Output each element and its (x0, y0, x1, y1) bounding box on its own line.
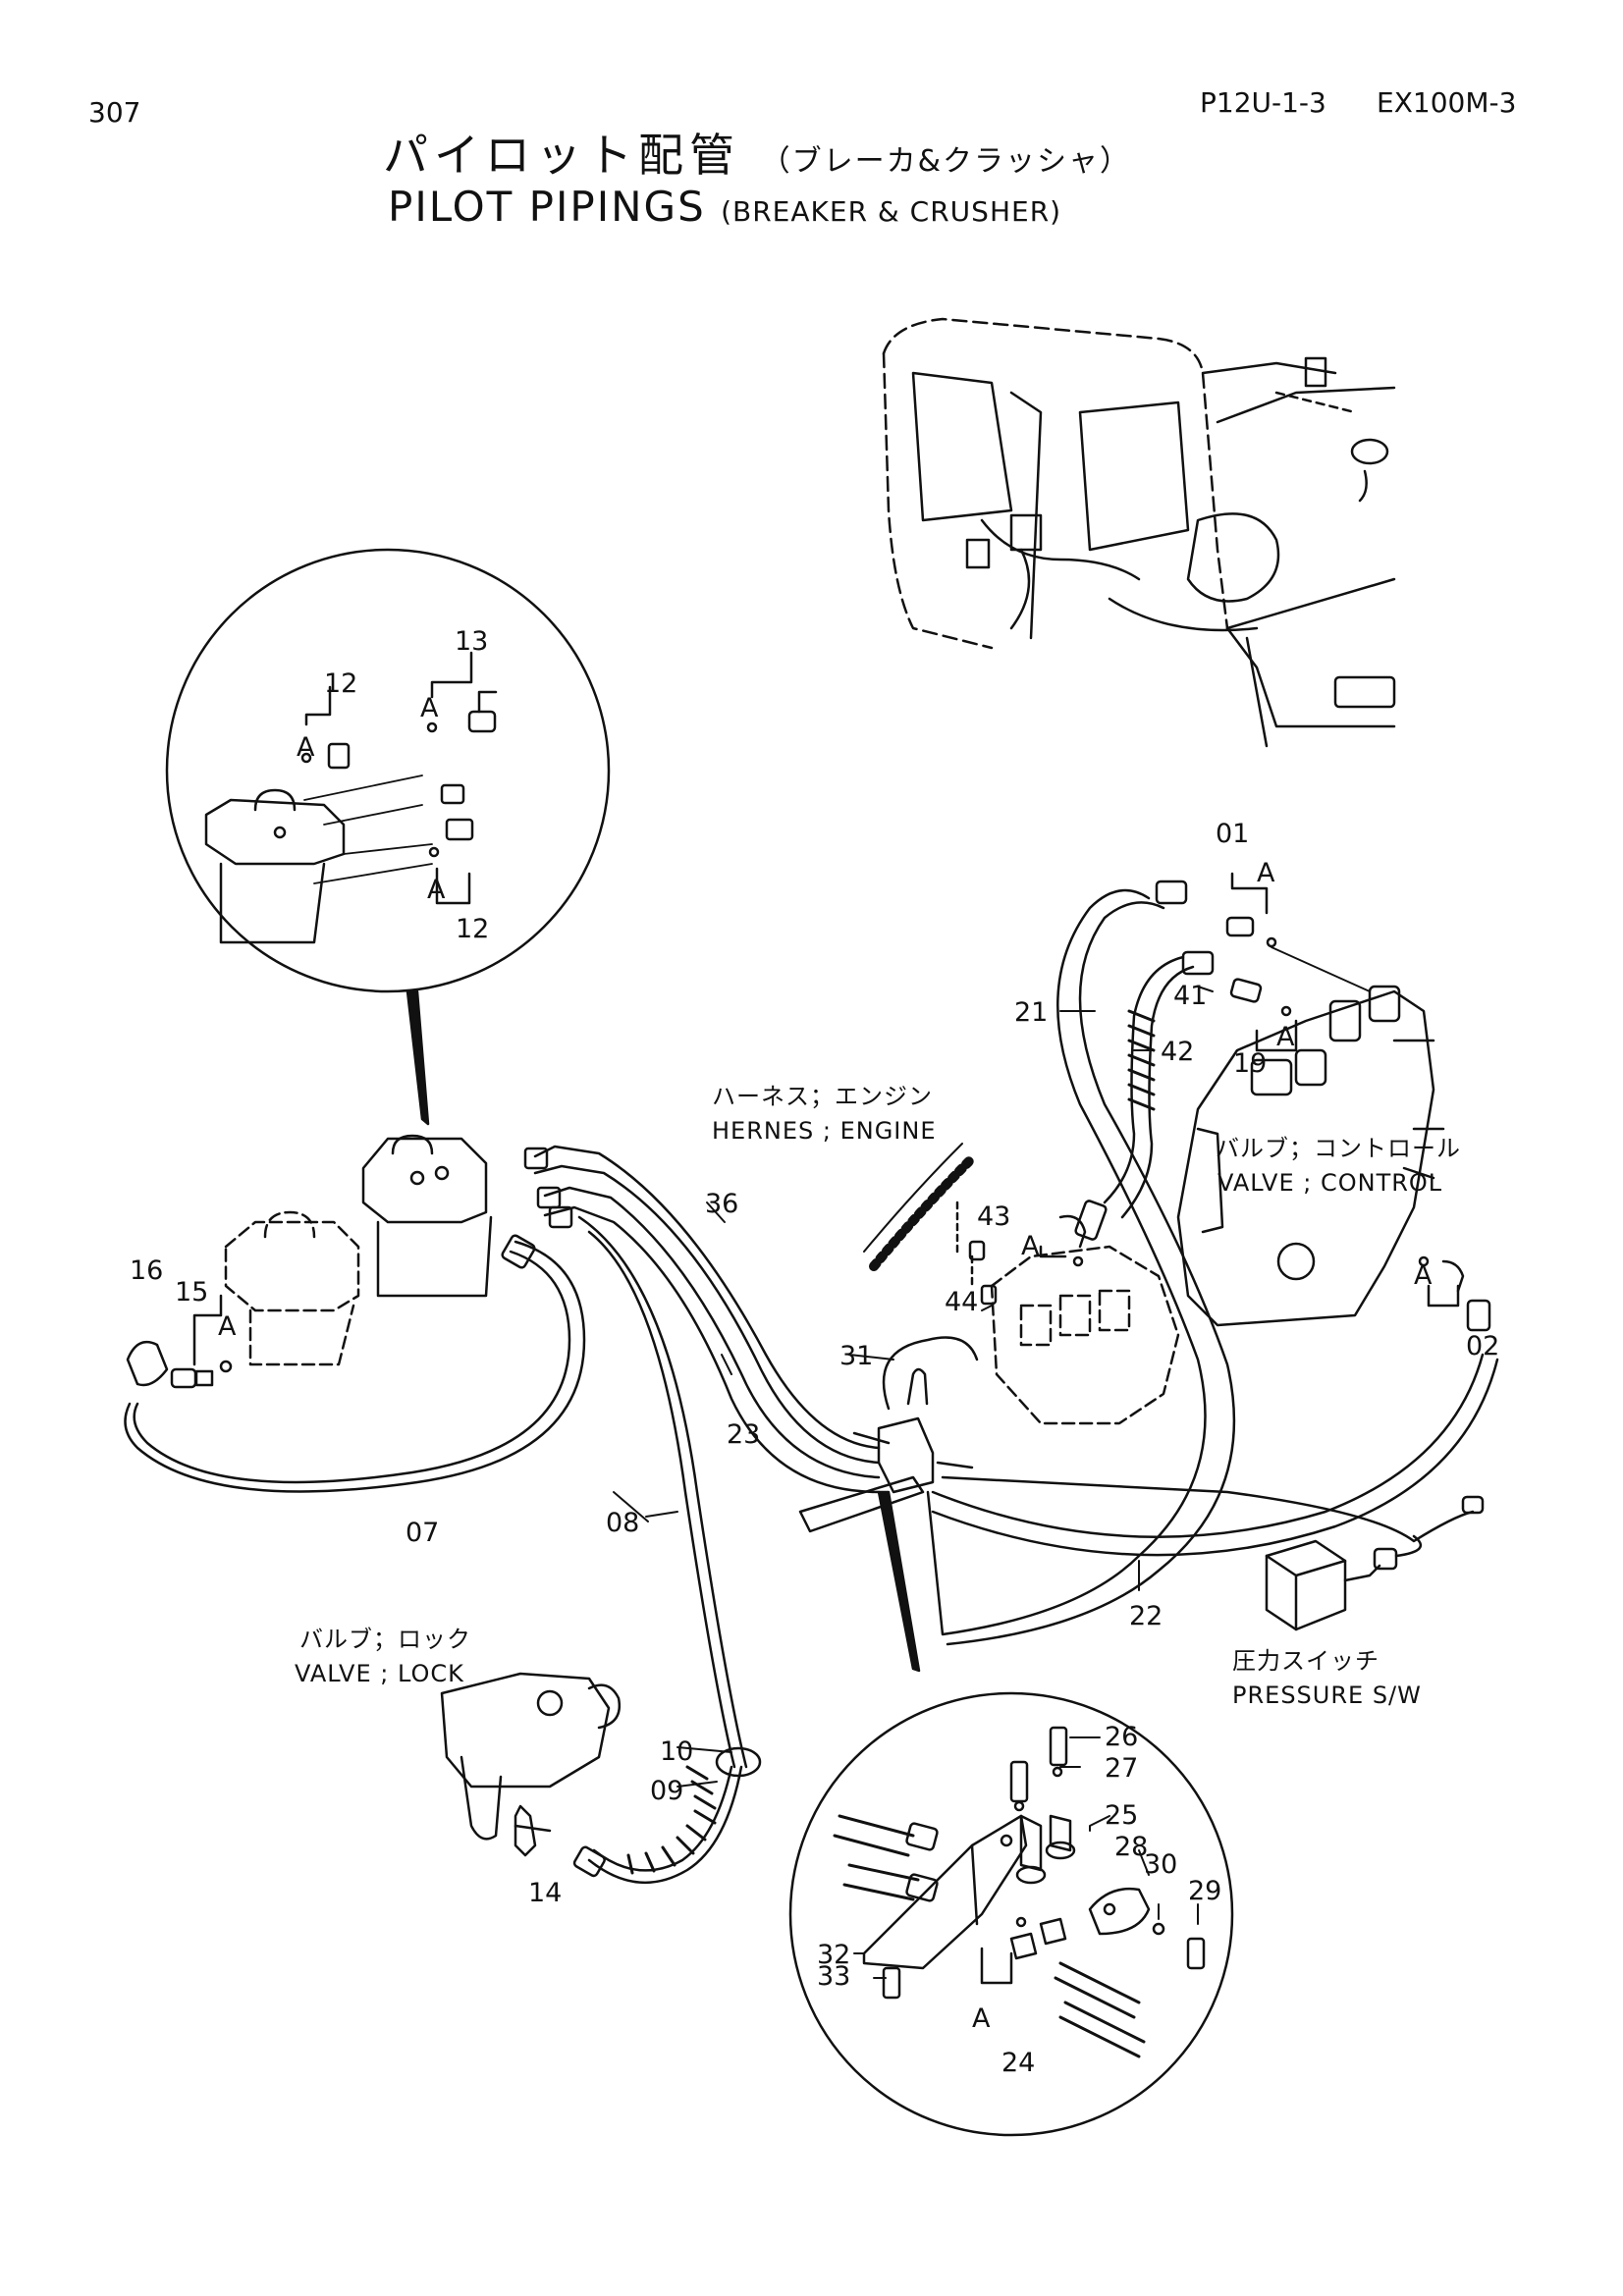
page-number: 307 (88, 96, 141, 129)
detail-circle-pilot-valve (165, 548, 611, 1126)
hoses (124, 880, 1499, 1885)
part-label-12: 12 (324, 668, 357, 699)
part-label-23: 23 (727, 1419, 760, 1450)
part-label-26: 26 (1105, 1722, 1138, 1752)
part-label-36: 36 (705, 1189, 738, 1219)
part-label-10: 10 (660, 1736, 693, 1767)
lock-valve-caption-jp: バルブ；ロック (299, 1626, 471, 1653)
pressure-switch-caption-en: PRESSURE S/W (1232, 1682, 1422, 1709)
title-japanese: パイロット配管 （ブレーカ&クラッシャ） (383, 120, 1131, 185)
model-number: EX100M-3 (1377, 86, 1517, 119)
part-label-42: 42 (1161, 1037, 1194, 1067)
part-label-25: 25 (1105, 1800, 1138, 1831)
title-jp-sub: （ブレーカ&クラッシャ） (760, 144, 1132, 179)
pilot-valve-left-dashed (224, 1210, 360, 1366)
leader-lines (613, 986, 1214, 1979)
ref-mark-a: A (1257, 858, 1275, 888)
ref-mark-a: A (420, 693, 439, 723)
part-label-28: 28 (1114, 1832, 1148, 1862)
control-valve-assembly (1176, 985, 1445, 1327)
fittings-01-19 (1225, 872, 1371, 1052)
control-valve-caption-en: VALVE ; CONTROL (1217, 1169, 1442, 1197)
harness-caption-en: HERNES ; ENGINE (712, 1117, 937, 1145)
pressure-switch-caption-jp: 圧力スイッチ (1232, 1647, 1380, 1675)
part-label-14: 14 (528, 1878, 562, 1908)
part-label-15: 15 (175, 1277, 208, 1308)
fittings-02 (1418, 1255, 1465, 1308)
title-english: PILOT PIPINGS (BREAKER & CRUSHER) (388, 183, 1061, 231)
junction-block (798, 1336, 979, 1673)
part-label-16: 16 (130, 1255, 163, 1286)
ref-mark-a: A (1276, 1022, 1295, 1052)
pressure-switch (1265, 1534, 1423, 1631)
engine-harness (863, 1143, 998, 1306)
part-label-24: 24 (1001, 2048, 1035, 2078)
part-label-27: 27 (1105, 1753, 1138, 1784)
ref-mark-a: A (218, 1311, 237, 1342)
ref-mark-a: A (1414, 1260, 1433, 1291)
part-label-32: 32 (817, 1940, 850, 1970)
fittings-43 (1039, 1214, 1087, 1267)
part-labels: 01 A 02 A 07 08 09 10 12 A 12 A 13 A 14 … (130, 626, 1499, 2078)
part-label-13: 13 (455, 626, 488, 657)
part-label-01: 01 (1216, 819, 1249, 849)
pilot-valve-unit (361, 1134, 493, 1298)
part-label-30: 30 (1144, 1849, 1177, 1880)
left-fittings (126, 1294, 233, 1389)
ref-mark-a: A (972, 2003, 991, 2034)
part-label-29: 29 (1188, 1876, 1221, 1906)
part-label-21: 21 (1014, 997, 1048, 1028)
ref-mark-a: A (1021, 1231, 1040, 1261)
part-label-02: 02 (1466, 1331, 1499, 1362)
title-en-main: PILOT PIPINGS (388, 183, 706, 231)
part-label-19: 19 (1233, 1048, 1267, 1079)
lock-valve-caption-en: VALVE ; LOCK (295, 1660, 464, 1687)
detail-circle-junction (788, 1691, 1234, 2137)
part-label-12: 12 (456, 914, 489, 944)
part-label-07: 07 (406, 1518, 439, 1548)
part-label-33: 33 (817, 1961, 850, 1992)
part-label-31: 31 (839, 1341, 873, 1371)
control-valve-lower (990, 1245, 1180, 1425)
part-label-22: 22 (1129, 1601, 1163, 1631)
part-label-44: 44 (945, 1287, 978, 1317)
part-label-08: 08 (606, 1508, 639, 1538)
control-valve-caption-jp: バルブ；コントロール (1216, 1135, 1461, 1162)
harness-caption-jp: ハーネス；エンジン (712, 1083, 933, 1110)
part-label-43: 43 (977, 1201, 1010, 1232)
title-en-sub: (BREAKER & CRUSHER) (721, 195, 1062, 228)
ref-mark-a: A (427, 875, 446, 905)
part-label-41: 41 (1173, 981, 1207, 1011)
part-label-09: 09 (650, 1776, 683, 1806)
captions: ハーネス；エンジン HERNES ; ENGINE バルブ；コントロール VAL… (295, 1083, 1461, 1709)
ref-mark-a: A (297, 732, 315, 763)
drawing-code: P12U-1-3 (1200, 86, 1326, 119)
title-jp-main: パイロット配管 (383, 129, 740, 182)
lock-valve (440, 1672, 622, 1857)
excavator-cab-illustration (882, 317, 1396, 748)
